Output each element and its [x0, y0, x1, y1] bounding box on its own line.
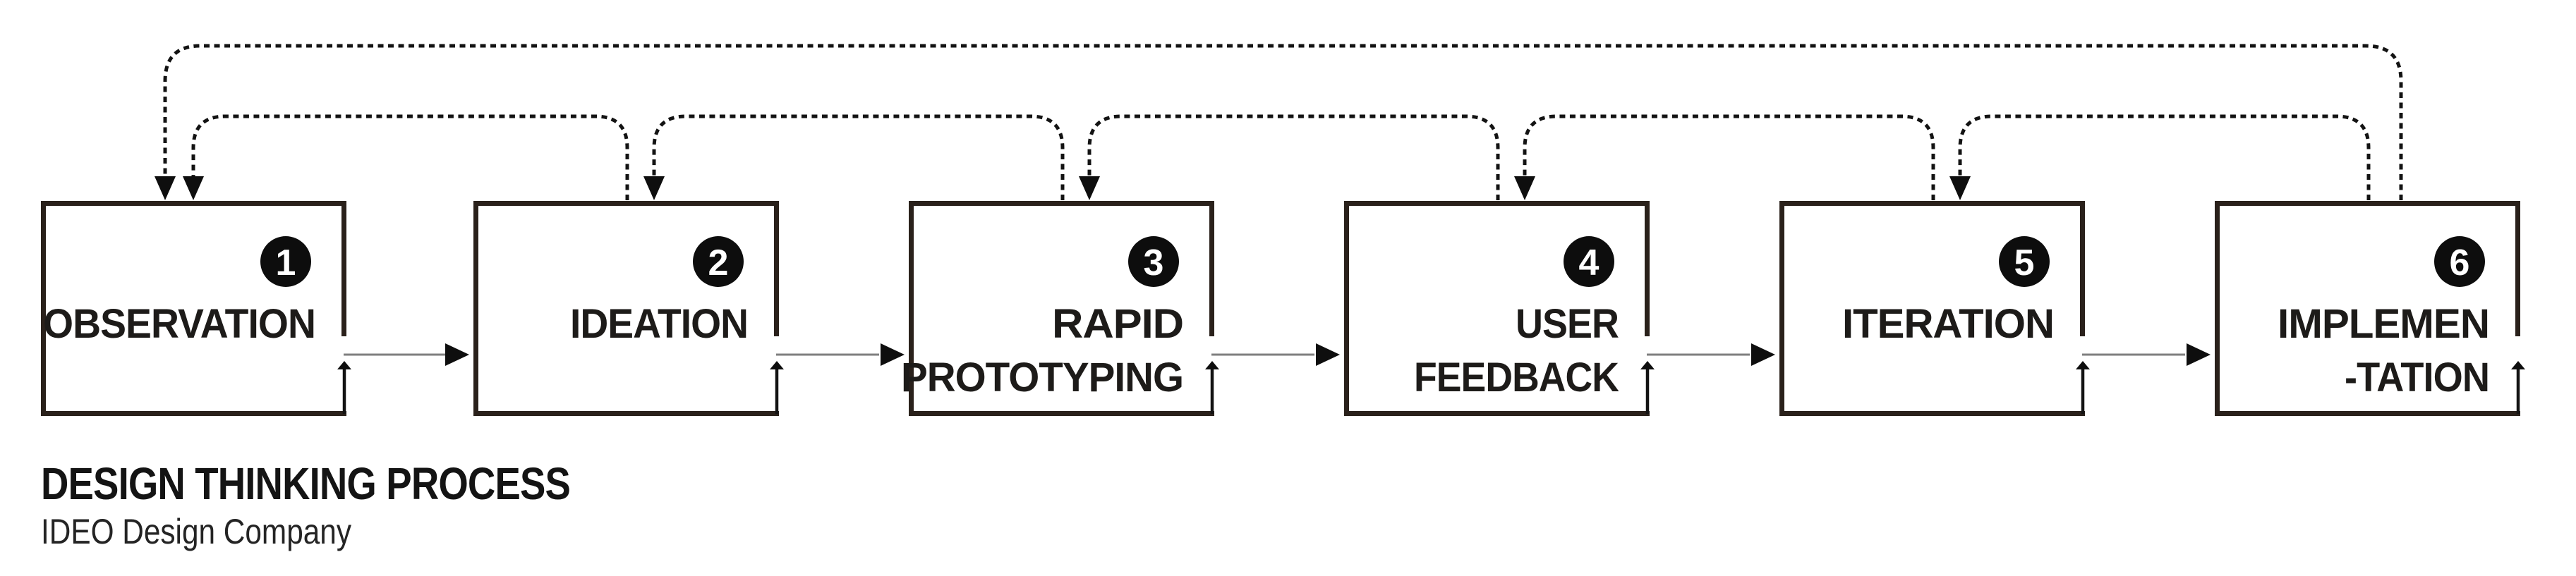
feedback-arrow-3-to-2: [643, 114, 1065, 200]
feedback-arrow-5-to-4: [1514, 114, 1935, 200]
stage-box-observation: 1 OBSERVATION: [41, 201, 351, 416]
feedback-line: [191, 114, 629, 200]
arrow-right-icon: [445, 343, 469, 366]
diagram-title: DESIGN THINKING PROCESS: [41, 458, 570, 509]
stage-label-line1: OBSERVATION: [43, 301, 315, 347]
arrow-up-icon: [2511, 361, 2525, 369]
arrow-down-icon: [183, 176, 204, 200]
arrow-up-icon: [1205, 361, 1219, 369]
stage-number: 6: [2450, 243, 2470, 283]
stage-label-line2: -TATION: [2345, 355, 2489, 400]
stage-number: 1: [276, 243, 296, 283]
box-border: [2215, 201, 2520, 416]
arrow-up-icon: [2076, 361, 2090, 369]
stage-number-badge: [693, 236, 744, 287]
arrow-right-icon: [2187, 343, 2211, 366]
box-border: [909, 201, 1214, 416]
forward-arrow-2-to-3: [776, 343, 905, 366]
arrow-right-icon: [1316, 343, 1340, 366]
stage-number: 2: [708, 243, 729, 283]
arrow-down-icon: [155, 176, 176, 200]
stage-number-badge: [260, 236, 311, 287]
stage-label-line1: IMPLEMEN: [2278, 301, 2489, 347]
arrow-right-icon: [1751, 343, 1775, 366]
stage-box-ideation: 2 IDEATION: [473, 201, 784, 416]
box-border: [1344, 201, 1650, 416]
stage-number: 4: [1579, 243, 1600, 283]
stage-box-iteration: 5 ITERATION: [1779, 201, 2090, 416]
stage-number-badge: [1999, 236, 2050, 287]
stage-label-line2: PROTOTYPING: [901, 355, 1183, 400]
stage-box-rapid-prototyping: 3 RAPID PROTOTYPING: [901, 201, 1219, 416]
stage-box-implementation: 6 IMPLEMEN -TATION: [2215, 201, 2525, 416]
feedback-arrow-6-to-1: [155, 44, 2403, 200]
feedback-line: [163, 44, 2403, 200]
arrow-up-icon: [1640, 361, 1655, 369]
stage-label-line1: RAPID: [1052, 301, 1183, 347]
feedback-line: [1087, 114, 1500, 200]
box-border: [1779, 201, 2085, 416]
arrow-down-icon: [1079, 176, 1100, 200]
arrow-right-icon: [881, 343, 905, 366]
stage-number-badge: [1128, 236, 1179, 287]
arrow-up-icon: [337, 361, 351, 369]
box-border: [41, 201, 346, 416]
stage-number: 3: [1144, 243, 1164, 283]
stage-label-line2: FEEDBACK: [1414, 355, 1619, 400]
forward-arrow-4-to-5: [1647, 343, 1775, 366]
arrow-down-icon: [1514, 176, 1535, 200]
stage-number-badge: [2434, 236, 2485, 287]
diagram-subtitle: IDEO Design Company: [41, 512, 351, 551]
arrow-up-icon: [770, 361, 784, 369]
feedback-arrow-2-to-1: [183, 114, 629, 200]
forward-arrow-5-to-6: [2082, 343, 2211, 366]
stage-number-badge: [1564, 236, 1614, 287]
arrow-down-icon: [643, 176, 665, 200]
feedback-arrow-4-to-3: [1079, 114, 1500, 200]
stage-label-line1: IDEATION: [570, 301, 748, 347]
feedback-line: [652, 114, 1065, 200]
feedback-line: [1958, 114, 2371, 200]
feedback-arrow-6-to-5: [1949, 114, 2371, 200]
stage-label-line1: USER: [1516, 301, 1619, 347]
stage-number: 5: [2014, 243, 2035, 283]
forward-arrow-3-to-4: [1211, 343, 1340, 366]
box-border: [473, 201, 779, 416]
forward-arrow-1-to-2: [344, 343, 469, 366]
stage-label-line1: ITERATION: [1842, 301, 2054, 347]
feedback-line: [1523, 114, 1935, 200]
arrow-down-icon: [1949, 176, 1971, 200]
stage-box-user-feedback: 4 USER FEEDBACK: [1344, 201, 1655, 416]
